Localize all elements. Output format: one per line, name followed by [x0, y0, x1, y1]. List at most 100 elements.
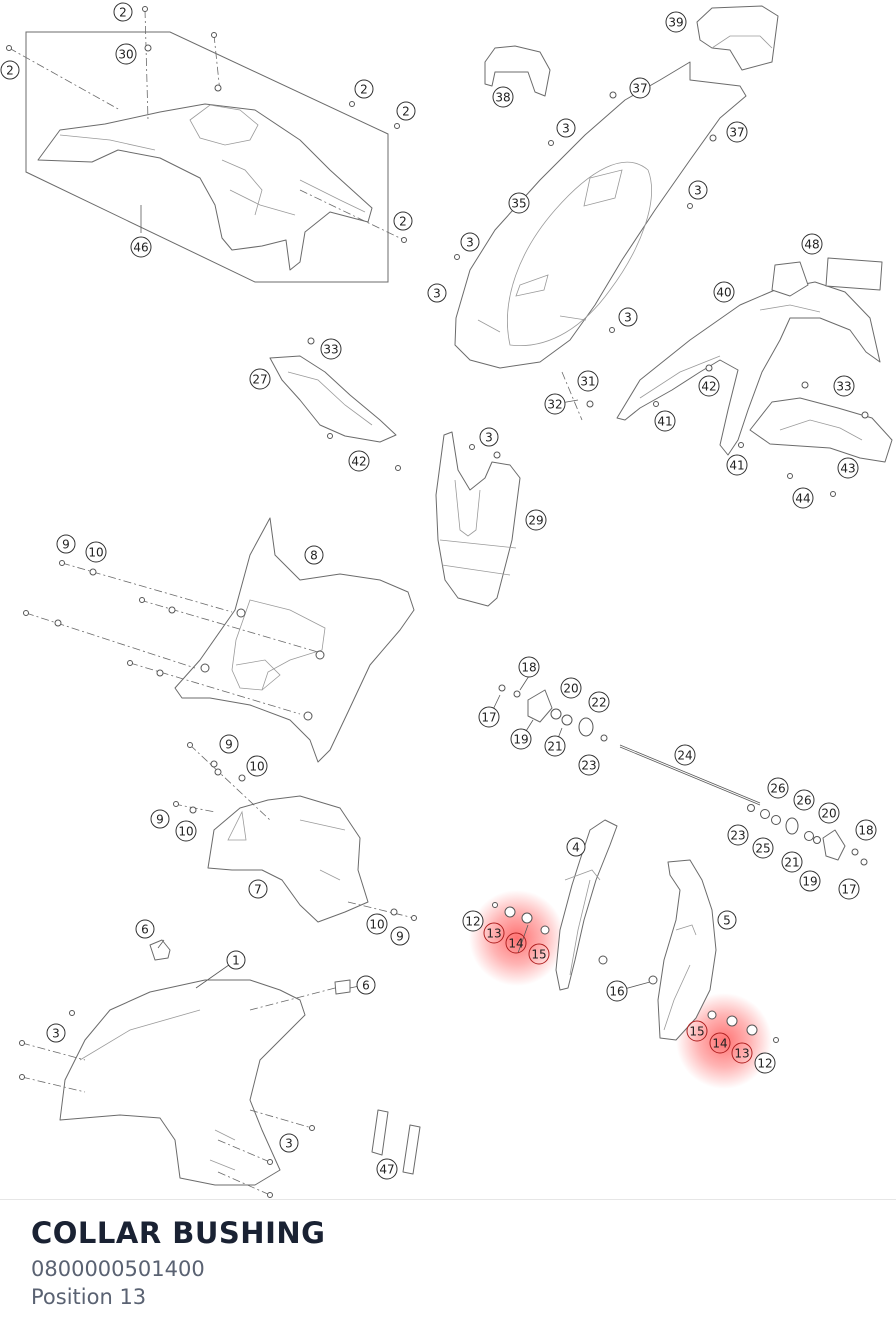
callout-label: 6 — [362, 979, 370, 993]
exploded-parts-diagram: 2302222463938373733353334840423341414344… — [0, 2, 893, 1198]
callout-22[interactable]: 22 — [588, 691, 610, 713]
callout-3[interactable]: 3 — [618, 307, 638, 327]
callout-17[interactable]: 17 — [478, 706, 500, 728]
callout-23[interactable]: 23 — [578, 754, 600, 776]
callout-8[interactable]: 8 — [304, 545, 324, 565]
callout-20[interactable]: 20 — [560, 677, 582, 699]
callout-label: 21 — [547, 740, 562, 754]
callout-label: 9 — [62, 538, 70, 552]
callout-25[interactable]: 25 — [752, 837, 774, 859]
callout-18[interactable]: 18 — [518, 656, 540, 678]
callout-42[interactable]: 42 — [348, 450, 370, 472]
callout-2[interactable]: 2 — [0, 60, 20, 80]
callout-label: 48 — [804, 238, 819, 252]
callout-label: 5 — [723, 914, 731, 928]
callout-3[interactable]: 3 — [556, 118, 576, 138]
callout-12[interactable]: 12 — [754, 1052, 776, 1074]
part-number: 0800000501400 — [31, 1257, 205, 1281]
callout-3[interactable]: 3 — [427, 283, 447, 303]
callout-41[interactable]: 41 — [726, 454, 748, 476]
callout-26[interactable]: 26 — [793, 789, 815, 811]
callout-35[interactable]: 35 — [508, 192, 530, 214]
callout-17[interactable]: 17 — [838, 878, 860, 900]
callout-9[interactable]: 9 — [56, 534, 76, 554]
callout-label: 17 — [841, 883, 856, 897]
part-group-front-fender — [19, 939, 421, 1198]
callout-5[interactable]: 5 — [717, 910, 737, 930]
callout-label: 13 — [734, 1047, 749, 1061]
callout-label: 1 — [232, 954, 240, 968]
callout-3[interactable]: 3 — [46, 1023, 66, 1043]
callout-1[interactable]: 1 — [226, 950, 246, 970]
callout-10[interactable]: 10 — [175, 820, 197, 842]
callout-19[interactable]: 19 — [510, 728, 532, 750]
callout-16[interactable]: 16 — [606, 980, 628, 1002]
callout-38[interactable]: 38 — [492, 86, 514, 108]
callout-46[interactable]: 46 — [130, 236, 152, 258]
callout-2[interactable]: 2 — [396, 101, 416, 121]
callout-39[interactable]: 39 — [665, 11, 687, 33]
callout-label: 35 — [511, 197, 526, 211]
callout-6[interactable]: 6 — [356, 975, 376, 995]
callout-7[interactable]: 7 — [248, 879, 268, 899]
callout-37[interactable]: 37 — [726, 121, 748, 143]
callout-33[interactable]: 33 — [833, 375, 855, 397]
callout-42[interactable]: 42 — [698, 375, 720, 397]
callout-15[interactable]: 15 — [686, 1020, 708, 1042]
callout-43[interactable]: 43 — [837, 457, 859, 479]
callout-40[interactable]: 40 — [713, 281, 735, 303]
callout-12[interactable]: 12 — [462, 910, 484, 932]
callout-30[interactable]: 30 — [115, 43, 137, 65]
callout-3[interactable]: 3 — [460, 232, 480, 252]
callout-label: 29 — [528, 514, 543, 528]
callout-label: 20 — [821, 807, 836, 821]
callout-13[interactable]: 13 — [483, 922, 505, 944]
callout-10[interactable]: 10 — [246, 755, 268, 777]
callout-label: 2 — [119, 6, 127, 20]
callout-29[interactable]: 29 — [525, 509, 547, 531]
callout-2[interactable]: 2 — [393, 211, 413, 231]
callout-3[interactable]: 3 — [479, 427, 499, 447]
callout-label: 26 — [796, 794, 811, 808]
callout-21[interactable]: 21 — [781, 851, 803, 873]
callout-label: 37 — [729, 126, 744, 140]
callout-23[interactable]: 23 — [727, 824, 749, 846]
callout-14[interactable]: 14 — [709, 1032, 731, 1054]
callout-48[interactable]: 48 — [801, 233, 823, 255]
callout-3[interactable]: 3 — [688, 180, 708, 200]
callout-label: 41 — [657, 415, 672, 429]
callout-24[interactable]: 24 — [674, 744, 696, 766]
callout-27[interactable]: 27 — [249, 368, 271, 390]
callout-37[interactable]: 37 — [629, 77, 651, 99]
callout-4[interactable]: 4 — [566, 837, 586, 857]
callout-9[interactable]: 9 — [150, 809, 170, 829]
callout-label: 42 — [351, 455, 366, 469]
callout-20[interactable]: 20 — [818, 802, 840, 824]
callout-32[interactable]: 32 — [544, 393, 566, 415]
callout-9[interactable]: 9 — [219, 734, 239, 754]
callout-label: 3 — [285, 1137, 293, 1151]
callout-6[interactable]: 6 — [135, 919, 155, 939]
callout-2[interactable]: 2 — [113, 2, 133, 22]
callout-18[interactable]: 18 — [855, 819, 877, 841]
callout-15[interactable]: 15 — [528, 943, 550, 965]
callout-21[interactable]: 21 — [544, 735, 566, 757]
callout-31[interactable]: 31 — [577, 370, 599, 392]
callout-label: 19 — [802, 875, 817, 889]
callout-47[interactable]: 47 — [376, 1158, 398, 1180]
callout-label: 33 — [836, 380, 851, 394]
callout-label: 33 — [323, 343, 338, 357]
callout-label: 44 — [795, 492, 810, 506]
callout-10[interactable]: 10 — [85, 541, 107, 563]
callout-13[interactable]: 13 — [731, 1042, 753, 1064]
callout-19[interactable]: 19 — [799, 870, 821, 892]
callout-33[interactable]: 33 — [320, 338, 342, 360]
callout-41[interactable]: 41 — [654, 410, 676, 432]
callout-3[interactable]: 3 — [279, 1133, 299, 1153]
callout-44[interactable]: 44 — [792, 487, 814, 509]
callout-26[interactable]: 26 — [767, 777, 789, 799]
callout-2[interactable]: 2 — [354, 79, 374, 99]
callout-14[interactable]: 14 — [505, 932, 527, 954]
callout-10[interactable]: 10 — [366, 913, 388, 935]
callout-9[interactable]: 9 — [390, 926, 410, 946]
